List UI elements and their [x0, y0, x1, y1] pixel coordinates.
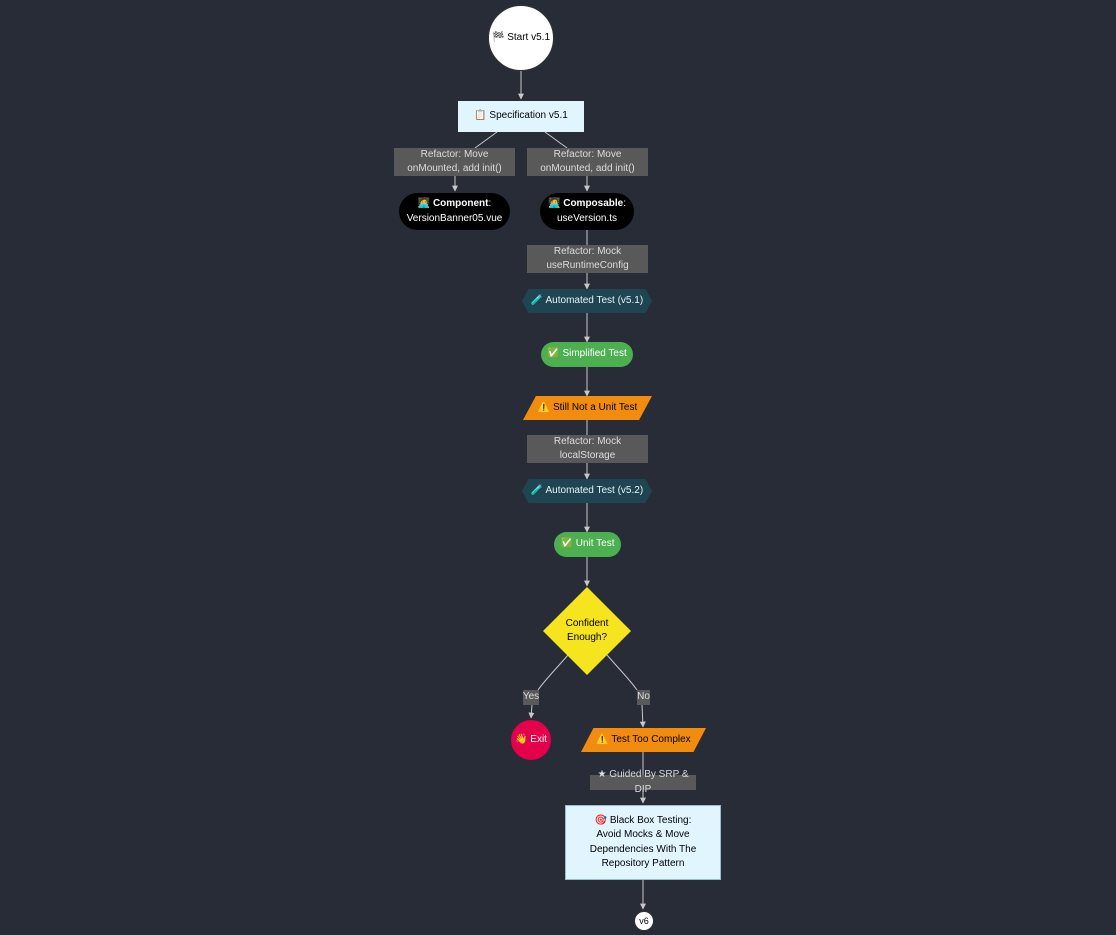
guided-by-label: ★ Guided By SRP & DIP: [597, 769, 689, 795]
edge-no-complex: [639, 704, 646, 728]
refactor-right-line2: onMounted, add init(): [540, 163, 635, 174]
refactor-left-line1: Refactor: Move: [420, 148, 489, 160]
still-not-unit-test-label: ⚠️ Still Not a Unit Test: [537, 401, 638, 413]
composable-node: 🧑‍💻 Composable: useVersion.ts: [540, 193, 634, 230]
v6-end-node: v6: [634, 911, 654, 931]
black-box-line4: Repository Pattern: [601, 858, 685, 869]
composable-colon: :: [623, 198, 627, 209]
composable-icon: 🧑‍💻: [547, 198, 564, 209]
yes-label: Yes: [522, 691, 540, 703]
refactor-left-line2: onMounted, add init(): [407, 163, 502, 174]
confident-decision-node: Confident Enough?: [543, 587, 631, 675]
refactor-right-label: Refactor: Move onMounted, add init(): [527, 148, 648, 176]
specification-label: 📋 Specification v5.1: [474, 110, 568, 122]
automated-test-v51-node: 🧪 Automated Test (v5.1): [522, 289, 652, 313]
refactor-mock-storage-line2: localStorage: [559, 450, 616, 461]
start-node: 🏁 Start v5.1: [488, 5, 554, 71]
start-label: 🏁 Start v5.1: [491, 31, 551, 43]
automated-test-v52-node: 🧪 Automated Test (v5.2): [522, 479, 652, 503]
edge-decision-yes: [537, 654, 569, 691]
component-icon: 🧑‍💻: [417, 198, 433, 209]
test-too-complex-node: ⚠️ Test Too Complex: [581, 728, 706, 752]
composable-title: 🧑‍💻 Composable:: [548, 197, 626, 212]
edge-yes-exit: [528, 704, 535, 719]
unit-test-label: ✅ Unit Test: [560, 538, 615, 550]
simplified-test-label: ✅ Simplified Test: [547, 348, 627, 360]
test-too-complex-label: ⚠️ Test Too Complex: [596, 733, 691, 745]
decision-text: Confident Enough?: [543, 587, 631, 675]
edge-spec-left: [474, 131, 498, 149]
composable-file: useVersion.ts: [556, 212, 618, 224]
component-title: 🧑‍💻 Component:: [418, 197, 492, 212]
no-edge-label: No: [637, 690, 650, 705]
exit-label: 👋 Exit: [515, 733, 547, 745]
black-box-line2: Avoid Mocks & Move: [596, 829, 690, 840]
refactor-mock-storage-line1: Refactor: Mock: [553, 435, 622, 447]
refactor-right-line1: Refactor: Move: [553, 148, 622, 160]
black-box-line3: Dependencies With The: [589, 843, 697, 855]
exit-node: 👋 Exit: [511, 720, 551, 760]
decision-line2: Enough?: [566, 632, 608, 643]
component-file: VersionBanner05.vue: [406, 212, 503, 224]
component-colon: :: [488, 198, 492, 209]
decision-line1: Confident: [565, 617, 609, 629]
no-label: No: [637, 691, 650, 703]
specification-node: 📋 Specification v5.1: [458, 101, 584, 132]
automated-test-v51-label: 🧪 Automated Test (v5.1): [530, 294, 644, 306]
refactor-mock-runtime-line1: Refactor: Mock: [553, 245, 622, 257]
yes-edge-label: Yes: [523, 690, 539, 705]
refactor-mock-storage-label: Refactor: Mock localStorage: [527, 435, 648, 463]
still-not-unit-test-node: ⚠️ Still Not a Unit Test: [523, 396, 652, 420]
component-node: 🧑‍💻 Component: VersionBanner05.vue: [399, 193, 510, 230]
composable-bold: Composable: [563, 198, 624, 209]
black-box-line1: 🎯 Black Box Testing:: [594, 814, 692, 826]
edge-decision-no: [606, 654, 638, 691]
automated-test-v52-label: 🧪 Automated Test (v5.2): [530, 484, 644, 496]
unit-test-node: ✅ Unit Test: [554, 532, 621, 557]
simplified-test-node: ✅ Simplified Test: [541, 342, 633, 367]
black-box-testing-node: 🎯 Black Box Testing: Avoid Mocks & Move …: [565, 805, 721, 880]
refactor-mock-runtime-line2: useRuntimeConfig: [546, 260, 629, 271]
edge-spec-right: [544, 131, 568, 149]
refactor-mock-runtime-label: Refactor: Mock useRuntimeConfig: [527, 245, 648, 273]
refactor-left-label: Refactor: Move onMounted, add init(): [394, 148, 515, 176]
v6-label: v6: [639, 915, 649, 926]
component-bold: Component: [432, 198, 489, 209]
guided-by-edge-label: ★ Guided By SRP & DIP: [590, 769, 696, 795]
